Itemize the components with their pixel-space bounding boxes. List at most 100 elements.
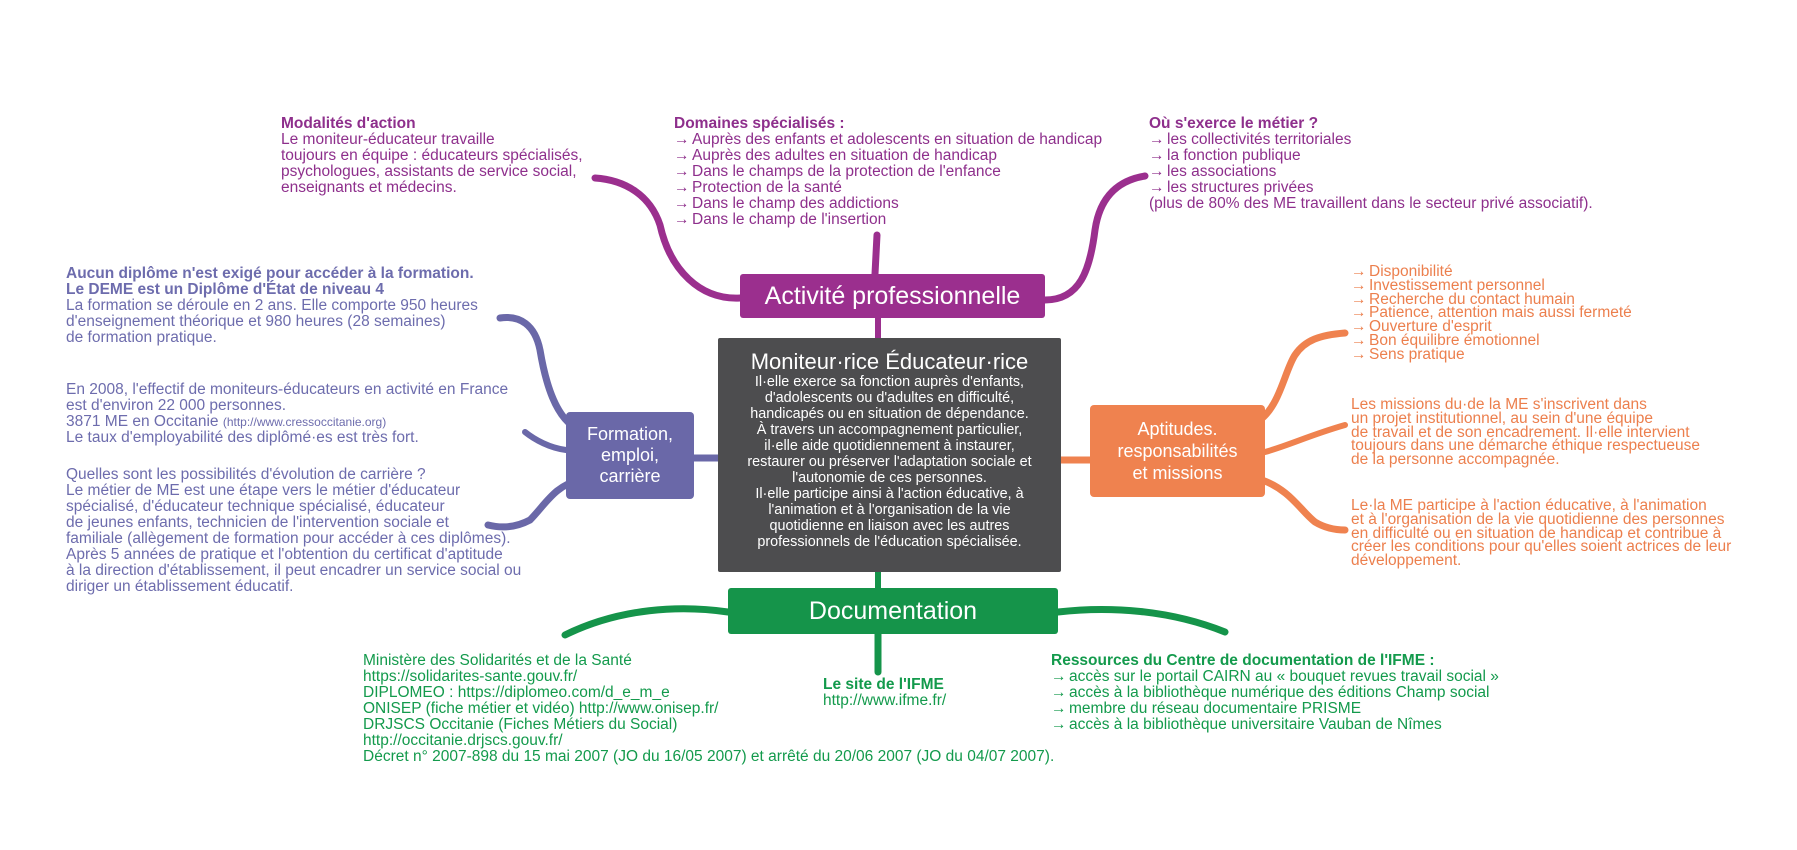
connector-formation-effectif <box>522 429 569 453</box>
source-link[interactable]: DIPLOMEO : https://diplomeo.com/d_e_m_e <box>363 684 670 701</box>
sources-block: Ministère des Solidarités et de la Santé… <box>363 653 1054 765</box>
effectif-line: est d'environ 22 000 personnes. <box>66 397 287 414</box>
missions-line: Les missions du·de la ME s'inscrivent da… <box>1351 396 1647 413</box>
connector-aptitudes-qualites <box>1256 329 1349 424</box>
arrow-right-icon: → <box>1351 331 1367 349</box>
source-link[interactable]: ONISEP (fiche métier et vidéo) http://ww… <box>363 700 719 717</box>
arrow-right-icon: → <box>1149 163 1165 180</box>
connector-doc-ressources <box>1054 605 1229 636</box>
arrow-right-icon: → <box>1051 668 1067 685</box>
arrow-right-icon: → <box>1149 179 1165 196</box>
domaines-item: →Dans le champ des addictions <box>674 195 899 212</box>
action-line: développement. <box>1351 552 1462 570</box>
qualite-item: →Sens pratique <box>1351 345 1465 363</box>
source-line: Décret n° 2007-898 du 15 mai 2007 (JO du… <box>363 748 1055 765</box>
qualite-item: →Ouverture d'esprit <box>1351 318 1492 336</box>
aptitudes-label: responsabilités <box>1117 441 1238 461</box>
effectif-occitanie: 3871 ME en Occitanie (http://www.cressoc… <box>66 413 387 430</box>
formation-label-box: Formation, emploi, carrière <box>566 412 694 499</box>
qualite-item: →Disponibilité <box>1351 263 1453 280</box>
activity-label-box: Activité professionnelle <box>740 274 1045 318</box>
arrow-right-icon: → <box>674 195 690 212</box>
modalites-line: psychologues, assistants de service soci… <box>281 163 577 180</box>
carriere-line: à la direction d'établissement, il peut … <box>66 562 522 579</box>
center-box: Moniteur·rice Éducateur·rice Il·elle exe… <box>718 338 1061 572</box>
documentation-label-box: Documentation <box>728 588 1058 634</box>
missions-line: de la personne accompagnée. <box>1351 451 1560 469</box>
ressources-title: Ressources du Centre de documentation de… <box>1051 652 1435 669</box>
arrow-right-icon: → <box>1051 700 1067 717</box>
connector-formation-carriere <box>484 476 584 531</box>
site-link[interactable]: http://www.ifme.fr/ <box>823 692 947 709</box>
carriere-line: spécialisé, d'éducateur technique spécia… <box>66 498 445 515</box>
domaines-item: →Dans le champ de l'insertion <box>674 211 887 228</box>
carriere-line: familiale (allègement de formation pour … <box>66 530 511 547</box>
ressource-item: →membre du réseau documentaire PRISME <box>1051 700 1362 717</box>
arrow-right-icon: → <box>674 131 690 148</box>
arrow-right-icon: → <box>674 163 690 180</box>
connector-activity-domaines <box>871 231 881 278</box>
domaines-title: Domaines spécialisés : <box>674 115 845 132</box>
diplome-block: Aucun diplôme n'est exigé pour accéder à… <box>66 266 478 346</box>
effectif-line: En 2008, l'effectif de moniteurs-éducate… <box>66 381 509 398</box>
diplome-bold-line: Aucun diplôme n'est exigé pour accéder à… <box>66 265 474 282</box>
domaines-item: →Protection de la santé <box>674 179 842 196</box>
diplome-bold-line: Le DEME est un Diplôme d'État de niveau … <box>66 281 385 298</box>
arrow-right-icon: → <box>1051 684 1067 701</box>
source-link[interactable]: https://solidarites-sante.gouv.fr/ <box>363 668 578 685</box>
lieux-note: (plus de 80% des ME travaillent dans le … <box>1149 195 1593 212</box>
arrow-right-icon: → <box>1351 276 1367 294</box>
center-body: Il·elle exerce sa fonction auprès d'enfa… <box>718 374 1061 550</box>
documentation-label: Documentation <box>808 596 978 625</box>
center-line: l'autonomie de ces personnes. <box>792 470 987 486</box>
formation-label: Formation, <box>586 424 674 444</box>
modalites-block: Modalités d'action Le moniteur-éducateur… <box>281 116 583 196</box>
lieux-title: Où s'exerce le métier ? <box>1149 115 1319 132</box>
effectif-line: Le taux d'employabilité des diplômé·es e… <box>66 429 419 446</box>
diplome-line: d'enseignement théorique et 980 heures (… <box>66 313 446 330</box>
carriere-line: Après 5 années de pratique et l'obtentio… <box>66 546 503 563</box>
action-line: créer les conditions pour qu'elles soien… <box>1351 538 1732 556</box>
arrow-right-icon: → <box>1149 147 1165 164</box>
center-line: À travers un accompagnement particulier, <box>756 422 1023 438</box>
center-title: Moniteur·rice Éducateur·rice <box>750 349 1029 374</box>
carriere-line: Quelles sont les possibilités d'évolutio… <box>66 466 426 483</box>
lieux-block: Où s'exerce le métier ? →les collectivit… <box>1149 116 1593 212</box>
domaines-block: Domaines spécialisés : →Auprès des enfan… <box>674 116 1102 228</box>
action-block: Le·la ME participe à l'action éducative,… <box>1351 498 1732 570</box>
missions-block: Les missions du·de la ME s'inscrivent da… <box>1351 396 1700 469</box>
ressource-item: →accès à la bibliothèque numérique des é… <box>1051 684 1490 701</box>
cress-link[interactable]: (http://www.cressoccitanie.org) <box>222 415 387 429</box>
arrow-right-icon: → <box>1351 304 1367 322</box>
ressource-item: →accès sur le portail CAIRN au « bouquet… <box>1051 668 1499 685</box>
connector-doc-sources <box>561 605 732 639</box>
carriere-line: diriger un établissement éducatif. <box>66 578 294 595</box>
site-block: Le site de l'IFME http://www.ifme.fr/ <box>823 677 946 709</box>
activity-label: Activité professionnelle <box>764 281 1021 310</box>
qualites-block: →Disponibilité →Investissement personnel… <box>1351 263 1632 363</box>
arrow-right-icon: → <box>1351 345 1367 363</box>
qualite-item: →Patience, attention mais aussi fermeté <box>1351 304 1632 322</box>
center-line: quotidienne en liaison avec les autres <box>769 518 1010 534</box>
arrow-right-icon: → <box>1351 290 1367 308</box>
modalites-title: Modalités d'action <box>281 115 416 132</box>
modalites-line: toujours en équipe : éducateurs spéciali… <box>281 147 583 164</box>
formation-label: emploi, <box>600 445 660 465</box>
effectif-block: En 2008, l'effectif de moniteurs-éducate… <box>66 382 508 446</box>
arrow-right-icon: → <box>1351 318 1367 336</box>
source-line: Ministère des Solidarités et de la Santé <box>363 652 632 669</box>
arrow-right-icon: → <box>1351 263 1367 280</box>
arrow-right-icon: → <box>674 179 690 196</box>
source-link[interactable]: http://occitanie.drjscs.gouv.fr/ <box>363 732 563 749</box>
connector-activity-modalites <box>591 174 744 302</box>
connector-formation-diplome <box>496 313 584 434</box>
qualite-item: →Investissement personnel <box>1351 276 1545 294</box>
center-line: restaurer ou préserver l'adaptation soci… <box>747 454 1032 470</box>
modalites-line: enseignants et médecins. <box>281 179 457 196</box>
diplome-line: de formation pratique. <box>66 329 217 346</box>
arrow-right-icon: → <box>674 147 690 164</box>
domaines-item: →Dans le champs de la protection de l'en… <box>674 163 1001 180</box>
arrow-right-icon: → <box>674 211 690 228</box>
carriere-line: de jeunes enfants, technicien de l'inter… <box>66 514 449 531</box>
